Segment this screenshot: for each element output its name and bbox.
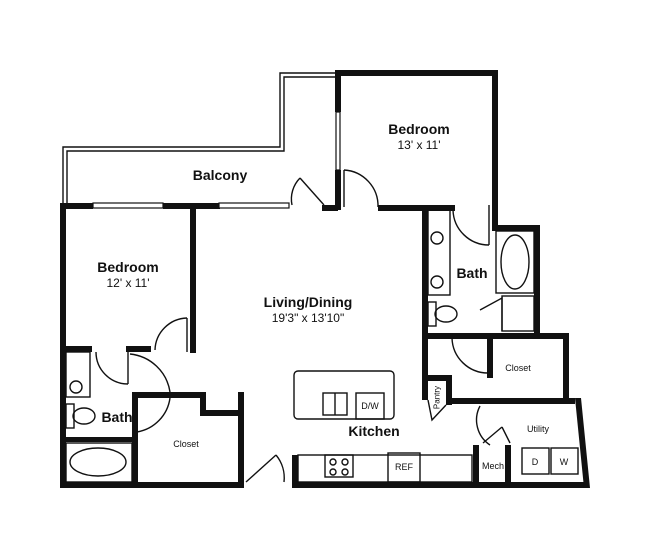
room-label-bedroom-2: Bedroom xyxy=(97,259,159,275)
appliance-dryer: D xyxy=(531,457,539,467)
room-label-pantry: Pantry xyxy=(432,385,442,410)
fixtures xyxy=(65,209,579,483)
room-label-mech: Mech xyxy=(481,461,505,471)
room-size-bedroom-2: 12' x 11' xyxy=(106,276,150,290)
room-label-master-closet: Closet xyxy=(505,363,531,373)
room-label-bath-2: Bath xyxy=(101,409,133,425)
room-size-living-dining: 19'3" x 13'10" xyxy=(271,311,345,325)
room-label-balcony: Balcony xyxy=(192,167,248,183)
walls xyxy=(60,70,590,488)
appliance-refrigerator: REF xyxy=(395,462,413,472)
windows xyxy=(92,111,341,209)
room-label-kitchen: Kitchen xyxy=(348,423,400,439)
room-label-living-dining: Living/Dining xyxy=(263,294,353,310)
room-label-master-bath: Bath xyxy=(456,265,488,281)
room-label-utility: Utility xyxy=(527,424,549,434)
balcony-railing xyxy=(62,72,337,205)
room-label-closet-2: Closet xyxy=(173,439,199,449)
room-size-bedroom-1: 13' x 11' xyxy=(397,138,441,152)
appliance-washer: W xyxy=(559,457,569,467)
appliance-dishwasher: D/W xyxy=(361,401,379,411)
room-label-bedroom-1: Bedroom xyxy=(388,121,450,137)
doors xyxy=(95,169,511,483)
